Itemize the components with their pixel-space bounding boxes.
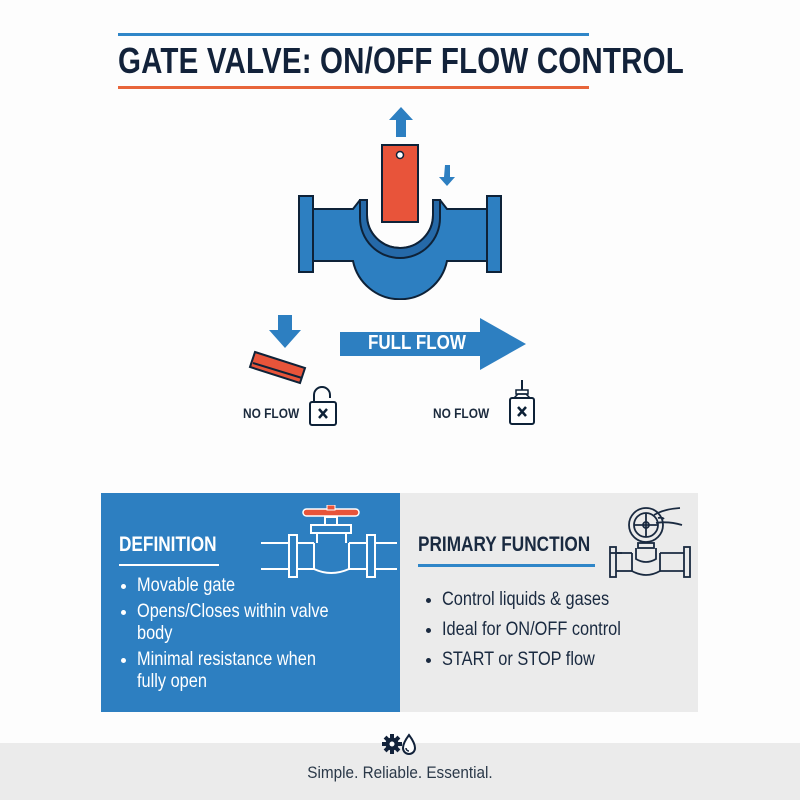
gear-droplet-icon [382, 733, 417, 755]
gate-valve-diagram [298, 107, 502, 300]
header-top-rule [118, 33, 589, 36]
definition-underline [119, 564, 219, 566]
gate-plate-icon [381, 144, 419, 223]
valve-stem-box-x-icon [509, 380, 535, 425]
definition-bullet-continuation: fully open [137, 671, 207, 692]
droplet-icon [401, 733, 417, 755]
no-flow-closed-diagram [248, 315, 337, 426]
primary-function-panel: PRIMARY FUNCTION Control liquids & [400, 493, 698, 712]
definition-bullet: Minimal resistance when [117, 649, 360, 671]
right-no-flow-label: NO FLOW [433, 405, 490, 421]
primary-function-heading: PRIMARY FUNCTION [418, 533, 591, 556]
pipe-body-icon [298, 195, 502, 300]
definition-bullet: Opens/Closes within valve [117, 601, 360, 623]
primary-function-bullet: Ideal for ON/OFF control [422, 619, 650, 641]
gate-up-arrow-icon [389, 107, 413, 137]
primary-function-bullets: Control liquids & gases Ideal for ON/OFF… [422, 589, 650, 679]
left-no-flow-label: NO FLOW [243, 405, 300, 421]
globe-valve-handwheel-icon [261, 505, 397, 578]
page-title: GATE VALVE: ON/OFF FLOW CONTROL [118, 40, 684, 81]
gate-down-arrow-icon [439, 165, 455, 186]
definition-bullet-continuation: body [137, 623, 173, 644]
definition-bullets: Movable gate Opens/Closes within valve b… [117, 575, 360, 697]
primary-function-underline [418, 564, 595, 567]
full-flow-label: FULL FLOW [368, 332, 466, 354]
definition-panel: DEFINITION Movable gate Opens/Closes wit… [101, 493, 400, 712]
footer-tagline: Simple. Reliable. Essential. [307, 763, 493, 782]
primary-function-bullet: Control liquids & gases [422, 589, 650, 611]
down-arrow-icon [269, 315, 301, 348]
definition-bullet: Movable gate [117, 575, 360, 597]
footer-band [0, 743, 800, 800]
gear-icon [382, 734, 402, 754]
hand-turning-valve-wheel-icon [609, 507, 691, 578]
full-flow-arrow-icon [340, 318, 526, 370]
header-bottom-rule [118, 86, 589, 89]
definition-heading: DEFINITION [119, 533, 217, 556]
tilted-gate-icon [248, 350, 307, 385]
unlocked-padlock-x-icon [309, 386, 337, 426]
primary-function-bullet: START or STOP flow [422, 649, 650, 671]
